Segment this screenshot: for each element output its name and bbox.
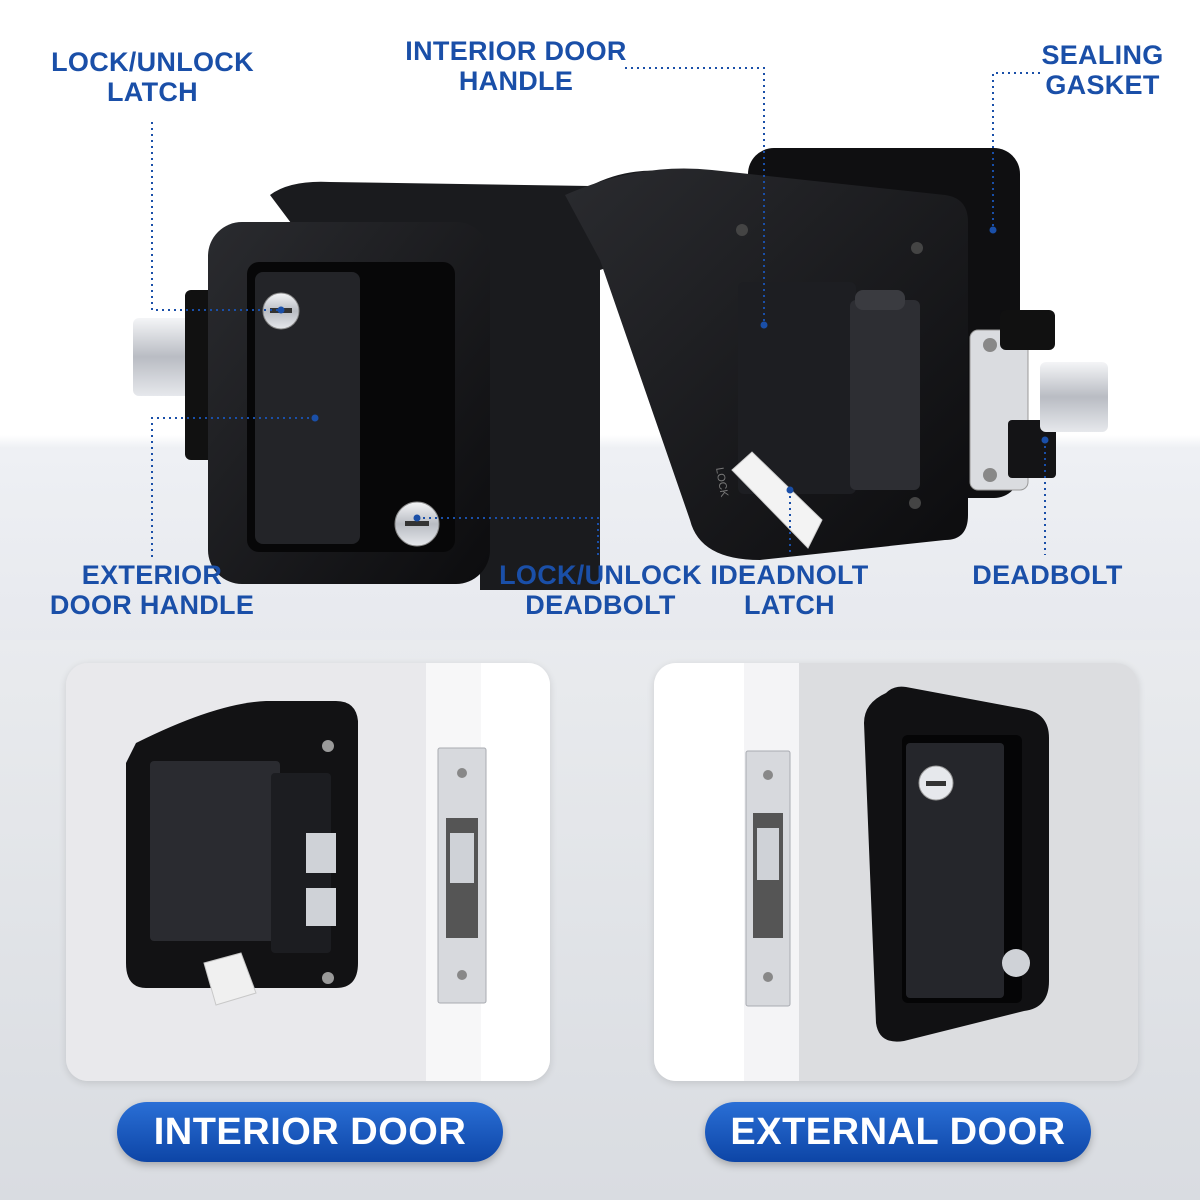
- callout-dots: [277, 226, 1049, 522]
- external-door-badge-label: EXTERNAL DOOR: [730, 1110, 1066, 1153]
- interior-door-badge-label: INTERIOR DOOR: [153, 1110, 467, 1153]
- deadbolt-part: [1008, 420, 1056, 478]
- callout-lock-unlock-deadbolt: LOCK/UNLOCK DEADBOLT: [499, 560, 702, 620]
- external-door-badge: EXTERNAL DOOR: [705, 1102, 1091, 1162]
- rear-bracket: [270, 170, 720, 591]
- callout-exterior-door-handle: EXTERIOR DOOR HANDLE: [49, 560, 255, 620]
- external-door-illustration: [654, 663, 1138, 1081]
- exterior-door-handle-part: [255, 272, 360, 544]
- callout-deadbolt: DEADBOLT: [972, 560, 1123, 590]
- lock-illustration: LOCK: [133, 67, 1108, 591]
- callout-leaders: [151, 67, 1046, 560]
- knob-text: LOCK: [713, 466, 730, 498]
- interior-door-panel: [66, 663, 550, 1081]
- interior-door-handle-part: [738, 282, 856, 494]
- interior-door-illustration: [66, 663, 550, 1081]
- deadbolt-latch-lever: [731, 451, 823, 549]
- callout-interior-door-handle: INTERIOR DOOR HANDLE: [405, 36, 627, 96]
- interior-door-badge: INTERIOR DOOR: [117, 1102, 503, 1162]
- external-door-panel: [654, 663, 1138, 1081]
- callout-ideadnolt-latch: IDEADNOLT LATCH: [710, 560, 869, 620]
- right-latch-bolt: [1040, 362, 1108, 432]
- callout-sealing-gasket: SEALING GASKET: [1041, 40, 1164, 100]
- callout-lock-unlock-latch: LOCK/UNLOCK LATCH: [51, 47, 254, 107]
